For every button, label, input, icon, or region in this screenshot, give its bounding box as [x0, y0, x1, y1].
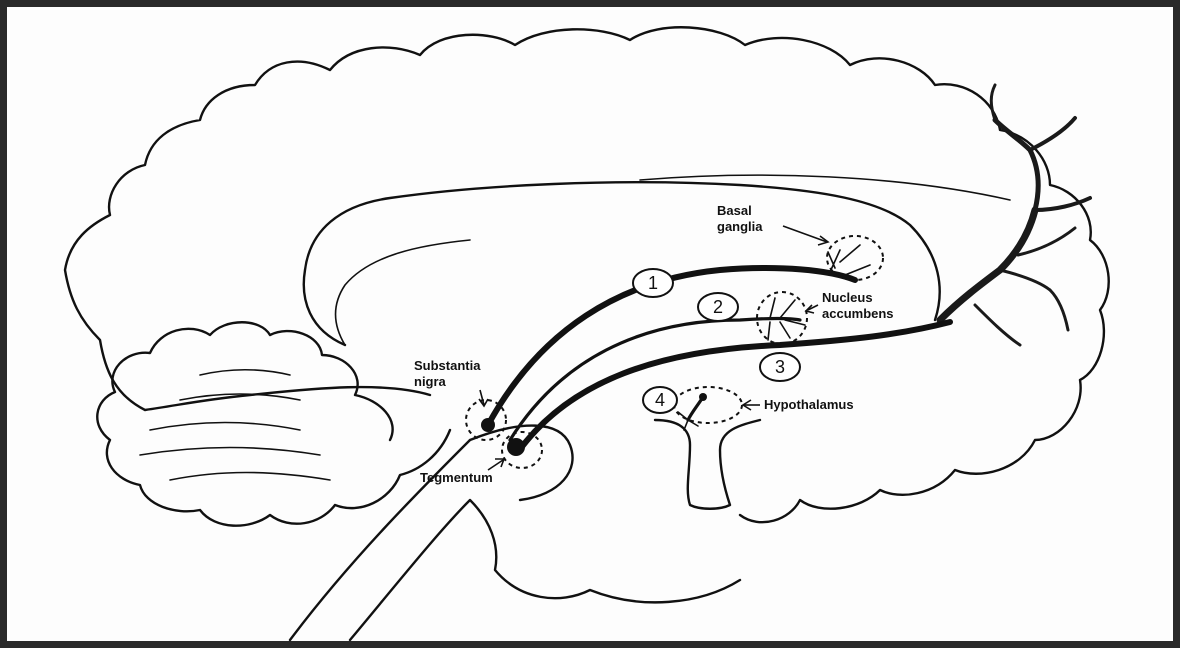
svg-text:2: 2	[713, 297, 723, 317]
pathway-number-3: 3	[760, 353, 800, 381]
pituitary-stalk	[655, 420, 760, 509]
substantia-nigra-nucleus	[481, 418, 495, 432]
pons-outline	[470, 426, 573, 500]
cerebellum-outline	[97, 322, 450, 525]
svg-text:1: 1	[648, 273, 658, 293]
basal-ganglia-label-line1: Basal	[717, 203, 752, 218]
cortical-projections	[940, 85, 1090, 345]
corpus-callosum-inner	[336, 240, 470, 345]
pathway-3-tract	[518, 322, 950, 452]
nucleus-accumbens-label-line2: accumbens	[822, 306, 894, 321]
basal-ganglia-branches	[828, 245, 870, 275]
cerebellum-folia	[140, 370, 330, 480]
tegmentum-nucleus	[507, 438, 525, 456]
callosum-upper-arc	[640, 175, 1010, 200]
pathway-number-1: 1	[633, 269, 673, 297]
svg-text:4: 4	[655, 390, 665, 410]
pathway-number-4: 4	[643, 387, 677, 413]
substantia-nigra-label-line1: Substantia	[414, 358, 481, 373]
pathway-number-2: 2	[698, 293, 738, 321]
basal-ganglia-label-line2: ganglia	[717, 219, 763, 234]
hypothalamus-label: Hypothalamus	[764, 397, 854, 412]
nucleus-accumbens-label-line1: Nucleus	[822, 290, 873, 305]
pathway-4-tract	[688, 397, 703, 420]
svg-text:3: 3	[775, 357, 785, 377]
brainstem-outline	[290, 440, 740, 640]
substantia-nigra-label-line2: nigra	[414, 374, 447, 389]
tegmentum-label: Tegmentum	[420, 470, 493, 485]
